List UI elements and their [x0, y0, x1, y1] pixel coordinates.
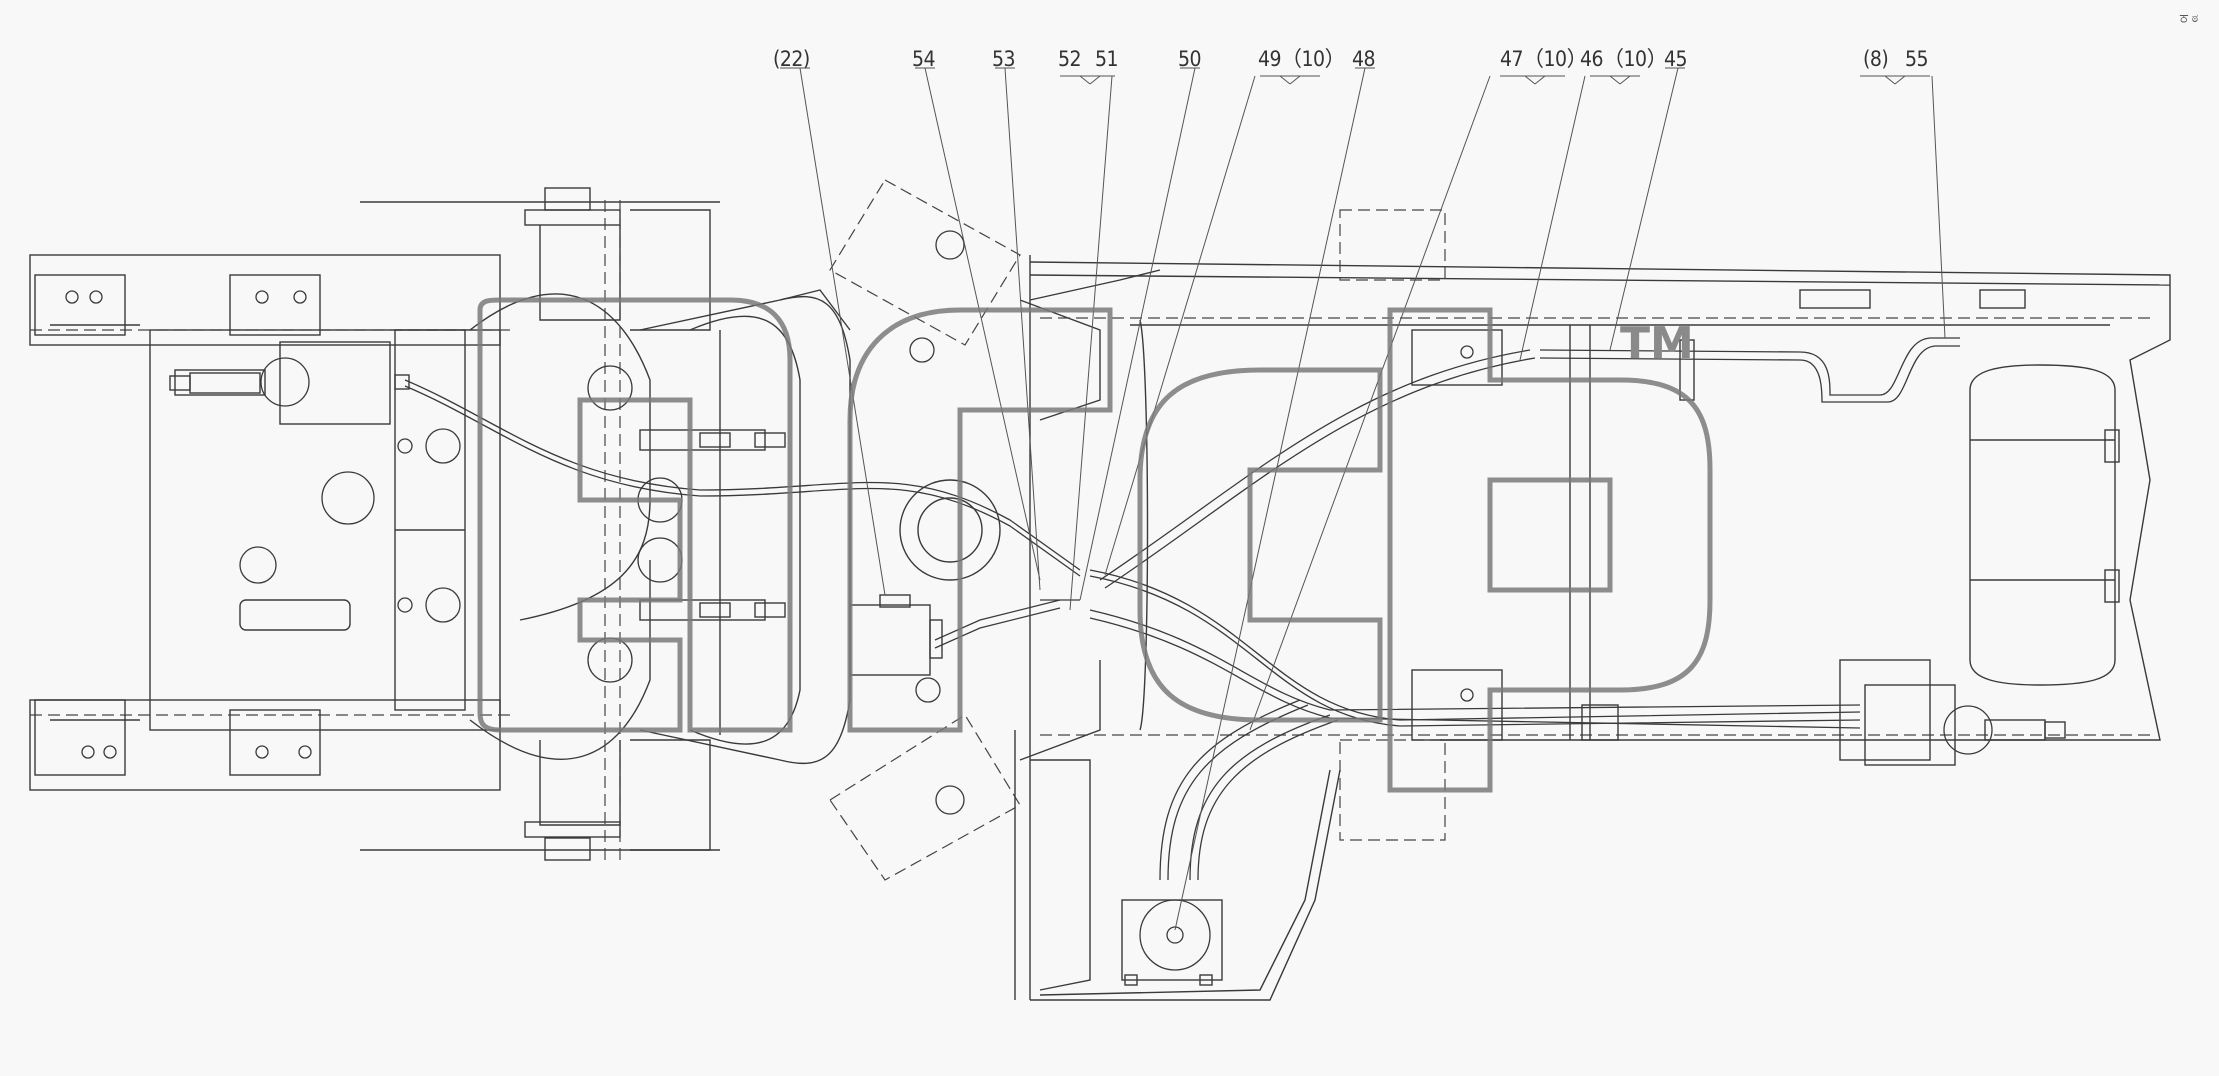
watermark-logo: TM — [477, 297, 1713, 793]
callout-53: 53 — [992, 47, 1015, 71]
articulation-frame — [587, 179, 1161, 1000]
corner-mark: ਠ ಠ — [2179, 11, 2198, 25]
rear-frame — [1029, 209, 2171, 1001]
callout-47: 47（10） — [1500, 47, 1587, 71]
valve-block — [849, 594, 943, 676]
callout-8: (8) — [1863, 47, 1888, 71]
callout-52: 52 — [1058, 47, 1081, 71]
front-axle — [360, 187, 720, 861]
callout-55: 55 — [1905, 47, 1928, 71]
callout-50: 50 — [1178, 47, 1201, 71]
callout-49: 49（10） — [1258, 47, 1345, 71]
callout-labels: (22) 54 53 52 51 50 49（10） 48 47（10） 46（… — [773, 47, 1929, 71]
callout-45: 45 — [1664, 47, 1687, 71]
callout-22: (22) — [773, 47, 810, 71]
hydraulic-hoses — [404, 337, 1960, 881]
callout-46: 46（10） — [1580, 47, 1667, 71]
watermark-tm: TM — [1620, 318, 1694, 369]
callout-54: 54 — [912, 47, 935, 71]
callout-48: 48 — [1352, 47, 1375, 71]
front-frame — [29, 254, 510, 791]
callout-51: 51 — [1095, 47, 1118, 71]
bottom-pump — [1121, 899, 1223, 986]
